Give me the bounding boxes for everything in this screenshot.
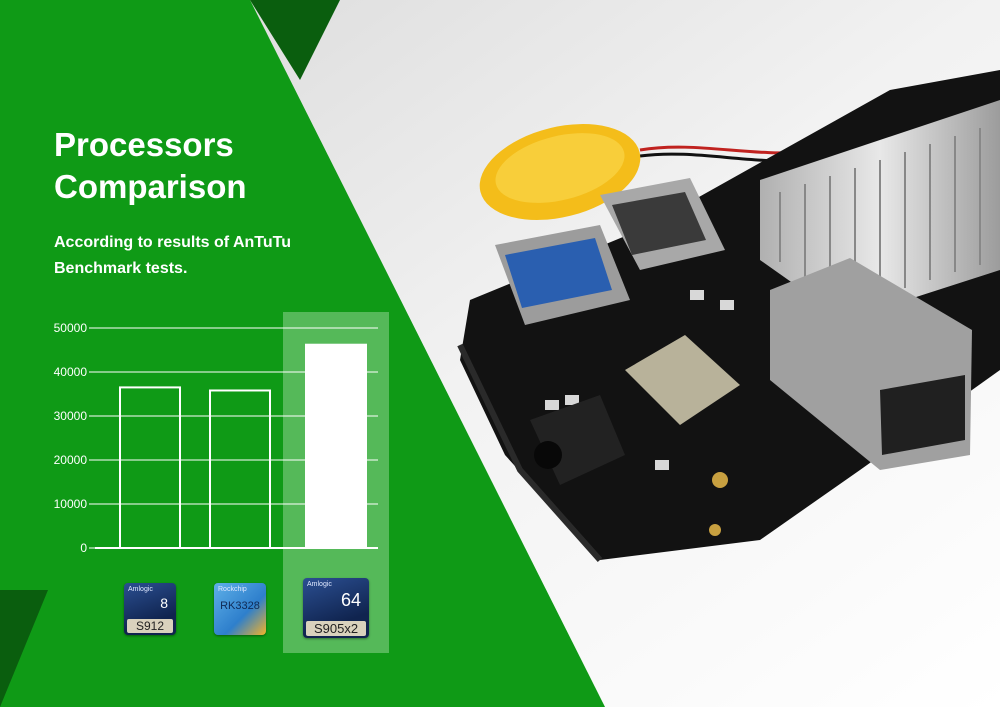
amlogic-chip-icon: Amlogic [307,581,332,588]
bar-s905x2 [305,343,367,549]
board-photo [457,70,1000,562]
y-tick-label: 0 [80,541,87,555]
chip-label: RK3328 [220,600,260,612]
chip-badge: 64 [340,590,361,610]
page-subtitle: According to results of AnTuTu Benchmark… [54,230,354,282]
subtitle-line-1: According to results of AnTuTu [54,234,292,251]
chip-label: S905x2 [306,621,366,636]
y-tick-label: 40000 [54,365,88,379]
page-title: Processors Comparison [54,124,247,208]
title-line-1: Processors [54,126,234,163]
bar-s912 [119,386,181,549]
rockchip-chip-icon: Rockchip [218,586,247,593]
subtitle-line-2: Benchmark tests. [54,260,188,277]
y-tick-label: 10000 [54,497,88,511]
chip-badge: 8 [160,595,168,611]
title-line-2: Comparison [54,168,247,205]
y-tick-label: 20000 [54,453,88,467]
y-tick-label: 50000 [54,321,88,335]
y-tick-label: 30000 [54,409,88,423]
bar-rk3328 [209,389,271,550]
dark-green-triangle [250,0,340,80]
chip-label: S912 [127,619,173,633]
amlogic-chip-icon: Amlogic [128,586,153,593]
